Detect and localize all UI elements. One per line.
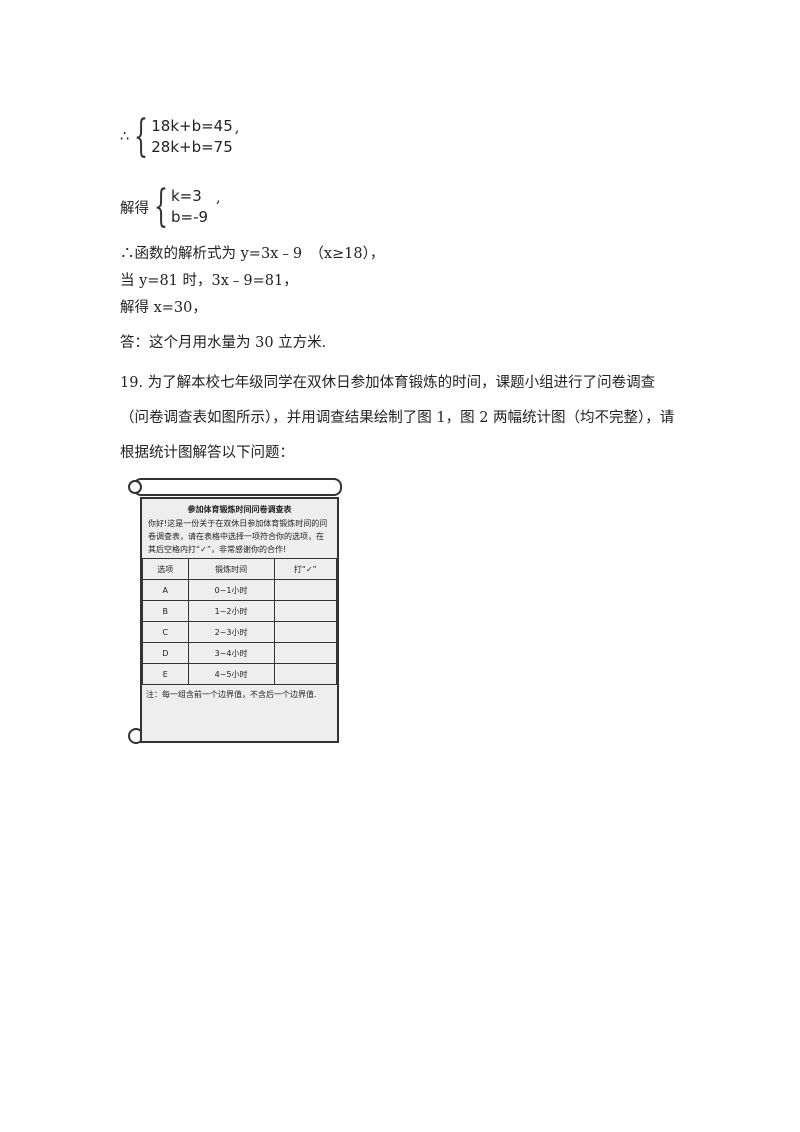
cell [273, 663, 338, 685]
cell: 4~5小时 [187, 663, 275, 685]
cell [273, 579, 338, 601]
equation: b=-9 [171, 208, 209, 226]
cell: 2~3小时 [187, 621, 275, 643]
solve-label: 解得 [120, 200, 149, 217]
cell: B [142, 600, 189, 622]
scroll-curl [128, 480, 142, 494]
cell: D [142, 642, 189, 664]
text-line: 解得 x=30， [120, 300, 207, 316]
cell [273, 642, 338, 664]
equation: 18k+b=45 [151, 117, 233, 135]
equation: 28k+b=75 [151, 138, 233, 156]
cell: E [142, 663, 189, 685]
text-line: 当 y=81 时，3x﹣9=81， [120, 273, 298, 289]
cell: A [142, 579, 189, 601]
comma: , [234, 120, 240, 136]
survey-note: 注：每一组含前一个边界值，不含后一个边界值. [146, 690, 317, 699]
equation: k=3 [171, 187, 202, 205]
brace: { [154, 181, 168, 232]
question-19: 19. 为了解本校七年级同学在双休日参加体育锻炼的时间，课题小组进行了问卷调查（… [120, 375, 675, 461]
brace: { [134, 111, 149, 162]
cell [273, 621, 338, 643]
comma: , [216, 190, 221, 206]
survey-sheet: 参加体育锻炼时间问卷调查表 你好!这是一份关于在双休日参加体育锻炼时间的问卷调查… [140, 497, 339, 743]
cell [273, 600, 338, 622]
cell: 3~4小时 [187, 642, 275, 664]
header-cell: 锻炼时间 [187, 558, 275, 580]
cell: 1~2小时 [187, 600, 275, 622]
text-line: 答：这个月用水量为 30 立方米. [120, 335, 327, 351]
survey-intro: 你好!这是一份关于在双休日参加体育锻炼时间的问卷调查表，请在表格中选择一项符合你… [148, 519, 328, 554]
cell: C [142, 621, 189, 643]
scroll-top [133, 478, 342, 496]
header-cell: 打“✓” [273, 558, 338, 580]
therefore-symbol: ∴ [120, 129, 130, 145]
cell: 0~1小时 [187, 579, 275, 601]
table-header: 选项锻炼时间打“✓” [142, 558, 338, 580]
text-line: ∴函数的解析式为 y=3x﹣9 （x≥18）， [120, 246, 385, 262]
survey-title: 参加体育锻炼时间问卷调查表 [187, 505, 292, 514]
header-cell: 选项 [142, 558, 189, 580]
